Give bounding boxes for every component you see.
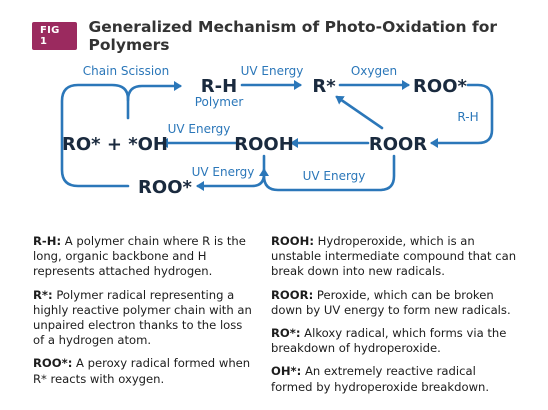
legend-term: OH*: [271,364,302,379]
legend-entry-roor: ROOR: Peroxide, which can be broken down… [271,288,521,318]
label-oxygen: Oxygen [351,64,397,78]
legend-entry-oh-star: OH*: An extremely reactive radical forme… [271,364,521,394]
node-rooh: ROOH [234,134,294,155]
legend-text: An extremely reactive radical formed by … [271,364,490,394]
legend-entry-ro-star: RO*: Alkoxy radical, which forms via the… [271,326,521,356]
legend-entry-rooh: ROOH: Hydroperoxide, which is an unstabl… [271,234,521,280]
label-uv-energy-lower: UV Energy [192,165,255,179]
node-rh: R-H [201,76,237,97]
legend-text: Polymer radical representing a highly re… [33,287,252,348]
figure-header: FIG 1 Generalized Mechanism of Photo-Oxi… [32,18,548,54]
legend-text: A polymer chain where R is the long, org… [33,234,246,279]
label-uv-energy-middle: UV Energy [168,122,231,136]
legend-term: RO*: [271,326,301,341]
legend-term: R*: [33,287,53,302]
legend-text: Hydroperoxide, which is an unstable inte… [271,234,517,279]
label-rh-right: R-H [457,110,478,124]
node-r-star: R* [312,76,336,97]
legend-text: A peroxy radical formed when R* reacts w… [33,356,251,386]
arrow-roor-to-r [335,95,384,130]
label-uv-energy-bottom-right: UV Energy [303,169,366,183]
node-roor: ROOR [369,134,427,155]
node-ro-oh: RO* + *OH [62,134,168,155]
label-uv-energy-top: UV Energy [241,64,304,78]
node-polymer-label: Polymer [195,95,244,109]
legend-right: ROOH: Hydroperoxide, which is an unstabl… [271,234,521,403]
legend-term: ROOR: [271,287,314,302]
label-chain-scission: Chain Scission [83,64,169,78]
arrow-chain-scission [60,83,130,188]
arrow-rooh-to-roo-bottom [196,154,266,191]
node-roo-star-bottom: ROO* [138,177,192,198]
legend-entry-roo-star: ROO*: A peroxy radical formed when R* re… [33,356,253,386]
arrow-roo-to-roor [430,83,494,148]
photo-oxidation-diagram: R-H Polymer R* ROO* ROOR ROOH RO* + *OH … [60,64,494,198]
legend-left: R-H: A polymer chain where R is the long… [33,234,253,395]
legend-entry-r-star: R*: Polymer radical representing a highl… [33,288,253,349]
node-roo-star-top: ROO* [413,76,467,97]
legend-text: Alkoxy radical, which forms via the brea… [271,326,507,356]
legend-text: Peroxide, which can be broken down by UV… [271,287,511,317]
legend-term: R-H: [33,234,62,248]
figure-badge: FIG 1 [32,22,77,50]
legend-term: ROO*: [33,356,73,371]
figure-title: Generalized Mechanism of Photo-Oxidation… [88,18,497,54]
legend-entry-rh: R-H: A polymer chain where R is the long… [33,234,253,280]
arrow-roor-to-roo-bottom [259,154,396,192]
legend-term: ROOH: [271,234,314,248]
arrow-scission-to-rh [126,81,182,102]
